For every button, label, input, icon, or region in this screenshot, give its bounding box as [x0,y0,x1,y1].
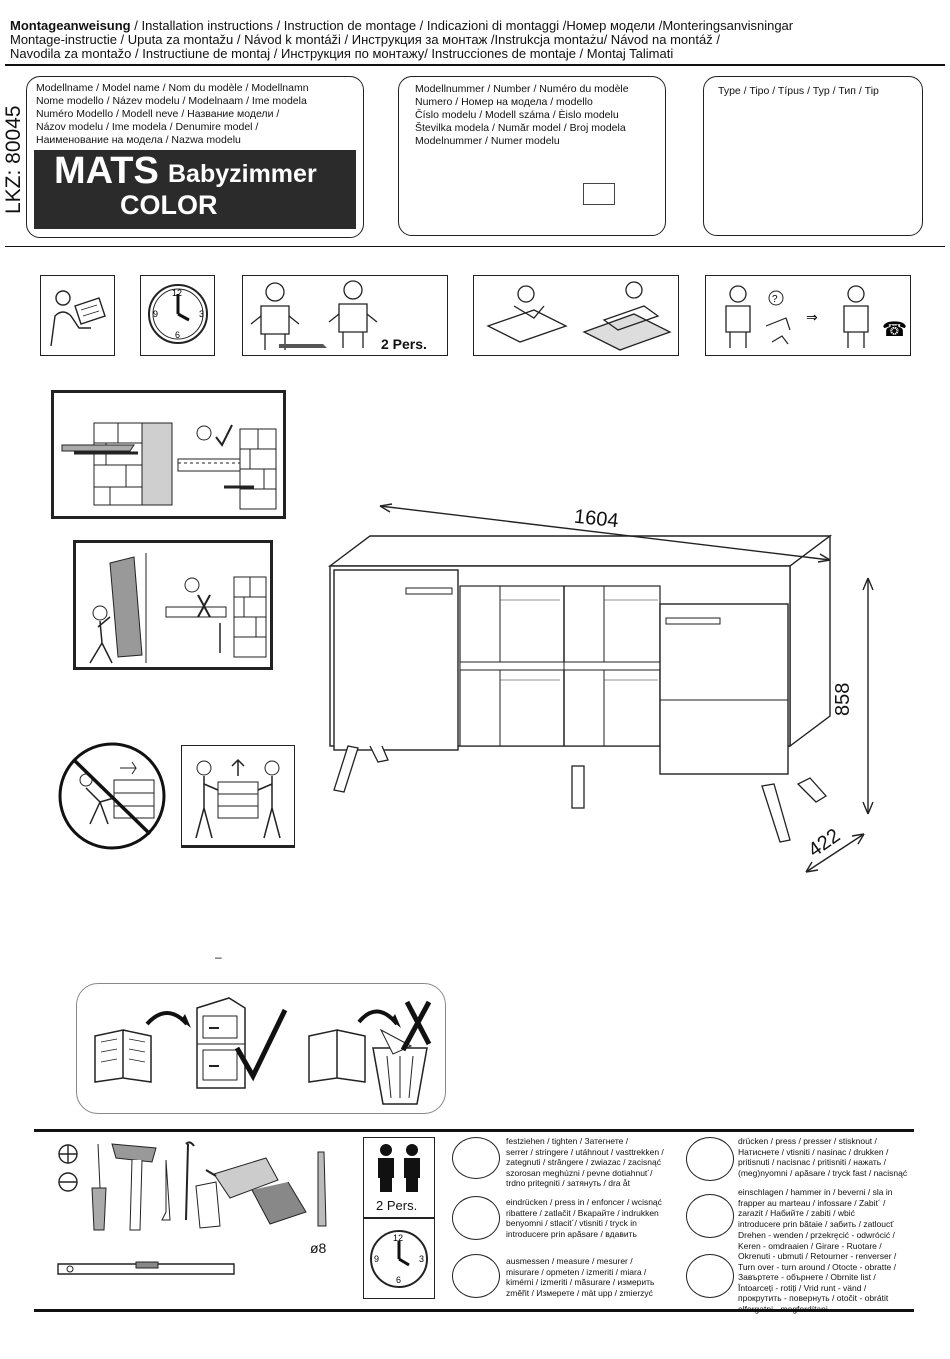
svg-text:?: ? [772,294,778,305]
svg-text:9: 9 [374,1254,379,1264]
tighten-icon [452,1137,500,1179]
model-number-box: Modellnummer / Number / Numéro du modèle… [398,76,666,236]
two-persons-lifting-icon [182,758,294,847]
svg-text:6: 6 [396,1275,401,1285]
read-instructions-panel [40,275,115,356]
tipping-cabinet-diagram [89,553,267,664]
tools-illustration [57,1141,327,1275]
dash-mark: – [215,950,222,964]
two-persons-legend-label: 2 Pers. [376,1198,418,1213]
header-line-2: Montage-instructie / Uputa za montažu / … [10,32,720,47]
header-divider [5,64,945,66]
model-name-line: Názov modelu / Ime modela / Denumire mod… [36,121,259,133]
keep-instructions-diagram [94,997,432,1105]
svg-text:3: 3 [419,1254,424,1264]
no-dragging-sign [56,740,168,852]
wall-anchor-diagram [61,422,277,510]
legend-press-in: eindrücken / press in / enfoncer / wcisn… [506,1197,662,1239]
model-name-box: Modellname / Model name / Nom du modèle … [26,76,364,238]
turn-over-icon [686,1254,734,1298]
model-name-line: Наименование на модела / Nazwa modelu [36,134,241,146]
legend-top-rule [34,1129,914,1132]
product-title-bar: MATS Babyzimmer COLOR [34,150,356,229]
legend-hammer: einschlagen / hammer in / beverni / sla … [738,1187,894,1229]
width-dimension: 1604 [573,505,620,533]
svg-text:3: 3 [199,309,204,319]
model-number-line: Modellnummer / Number / Numéro du modèle [415,83,629,95]
lift-together-panel [181,745,295,848]
keep-instructions-panel [76,983,446,1114]
prohibited-drag-icon [58,742,166,850]
press-icon [686,1137,734,1181]
product-name: MATS [54,150,159,192]
type-label: Type / Tipo / Típus / Typ / Тип / Tip [718,85,879,97]
sideboard-diagram [327,503,874,873]
clock-icon: 12 3 6 9 [148,284,208,344]
legend-tighten: festziehen / tighten / Затегнете /serrer… [506,1136,664,1188]
clock-legend-panel: 12 3 6 9 [363,1218,435,1299]
two-workers-icon [250,280,378,350]
svg-text:12: 12 [172,288,182,298]
two-persons-panel: 2 Pers. [242,275,448,356]
svg-text:12: 12 [393,1233,403,1243]
legend-press: drücken / press / presser / stisknout /Н… [738,1136,908,1178]
confused-worker-phone-icon: ? ⇒ ☎ [725,285,907,348]
legend-turn: Drehen - wenden / przekręcić - odwrócić … [738,1230,897,1314]
model-number-line: Číslo modelu / Modell száma / Èislo mode… [415,109,619,121]
legend-measure: ausmessen / measure / mesurer /misurare … [506,1256,655,1298]
wall-mount-wrong-panel [73,540,273,670]
height-dimension: 858 [832,682,854,716]
svg-text:⇒: ⇒ [806,310,818,326]
drill-size-label: ø8 [310,1240,327,1256]
svg-text:9: 9 [153,309,158,319]
two-persons-icon [378,1144,420,1192]
clock-panel: 12 3 6 9 [140,275,215,356]
model-name-line: Numéro Modello / Modell neve / Название … [36,108,280,120]
model-name-line: Nome modello / Název modelu / Modelnaam … [36,95,307,107]
two-persons-legend-panel: 2 Pers. [363,1137,435,1218]
header-line-3: Navodila za montažo / Instructiune de mo… [10,46,674,61]
model-number-field [583,183,615,205]
person-reading-icon [50,290,106,347]
measure-icon [452,1254,500,1298]
two-persons-label: 2 Pers. [381,336,427,352]
type-box: Type / Tipo / Típus / Typ / Тип / Tip [703,76,923,236]
hammer-in-icon [686,1194,734,1238]
wall-mount-correct-panel [51,390,286,519]
model-name-line: Modellname / Model name / Nom du modèle … [36,82,309,94]
header-line-1: Montageanweisung / Installation instruct… [10,18,794,33]
top-section-divider [5,246,945,247]
product-sub: Babyzimmer [168,160,317,188]
legend-bottom-rule [34,1309,914,1312]
model-number-line: Modelnummer / Numer modelu [415,135,560,147]
clock-icon: 12 3 6 9 [370,1230,428,1288]
lkz-code: LKZ: 80045 [2,105,25,214]
product-color: COLOR [120,190,218,220]
model-number-line: Numero / Номер на модела / modello [415,96,593,108]
model-number-line: Številka modela / Număr model / Broj mod… [415,122,626,134]
call-service-panel: ? ⇒ ☎ [705,275,911,356]
floor-protection-panel [473,275,679,356]
svg-text:6: 6 [175,330,180,340]
press-in-icon [452,1196,500,1240]
worker-on-carpet-icon [486,281,672,351]
svg-text:☎: ☎ [882,317,907,341]
